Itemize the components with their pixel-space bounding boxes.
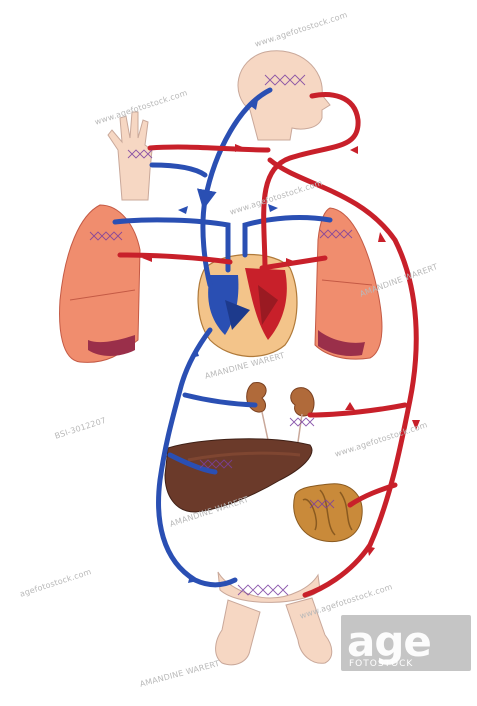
feet-icon [216, 572, 332, 665]
kidney-icon [247, 383, 314, 442]
logo-subtitle: FOTOSTOCK [349, 659, 413, 669]
agefotostock-logo: age FOTOSTOCK [341, 615, 471, 671]
heart-icon [198, 255, 297, 357]
intestine-icon [294, 484, 362, 542]
lung-icon [315, 208, 382, 359]
lung-icon [60, 205, 140, 362]
